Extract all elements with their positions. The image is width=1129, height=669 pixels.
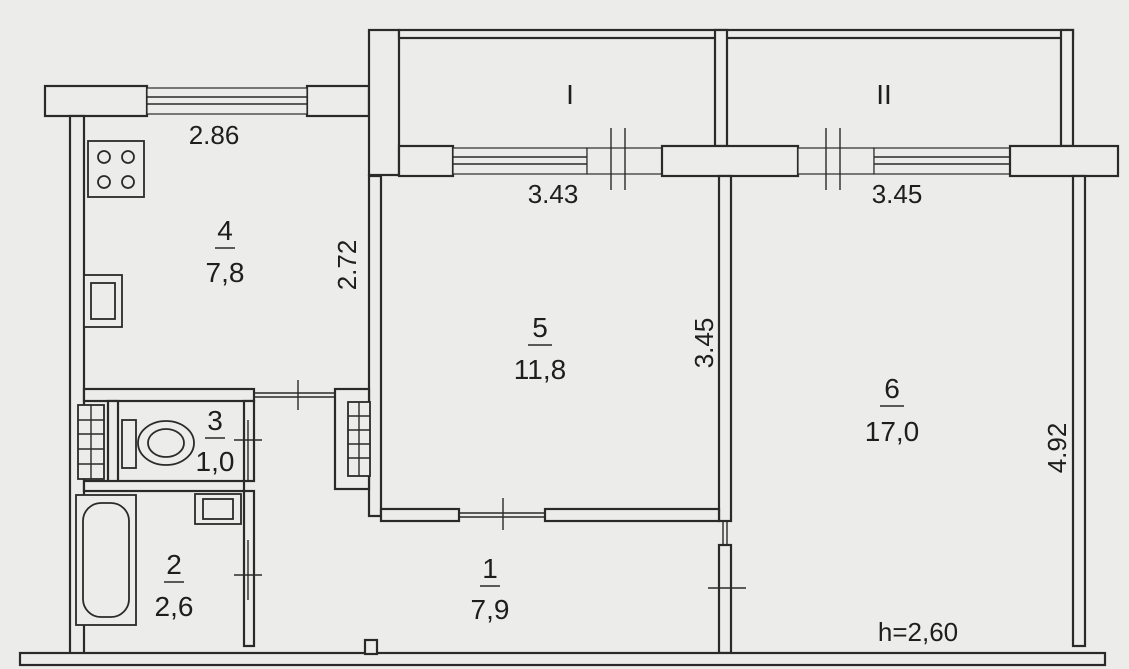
room5-balcony-door — [586, 128, 663, 190]
hall-area: 7,9 — [471, 594, 510, 625]
wall-bottom — [18, 651, 1107, 667]
door-marks — [234, 380, 746, 600]
wall-bottom-stub — [363, 638, 379, 656]
wall-room5-room6 — [717, 174, 733, 523]
radiator-icon — [77, 404, 105, 480]
wall-bath-right — [242, 489, 256, 648]
facade-wall-2 — [660, 144, 800, 178]
room5-window — [452, 147, 588, 175]
hall-number: 1 — [482, 553, 498, 584]
bath-area: 2,6 — [155, 591, 194, 622]
wall-wc-right — [242, 399, 256, 483]
bathtub-icon — [75, 494, 137, 626]
room5-number: 5 — [532, 312, 548, 343]
wc-number: 3 — [207, 405, 223, 436]
wall-kitchen-room5 — [367, 174, 383, 518]
balcony-divider — [713, 28, 729, 148]
kitchen-area: 7,8 — [206, 257, 245, 288]
facade-wall-3 — [1008, 144, 1120, 178]
balcony-2-label: II — [876, 79, 892, 110]
wall-room5-bottom-right — [543, 507, 721, 523]
wc-area: 1,0 — [196, 446, 235, 477]
vent-grille-icon — [347, 401, 371, 477]
washbasin-icon — [194, 493, 242, 525]
room-labels: I II 4 7,8 5 11,8 6 17,0 3 1,0 2 2,6 1 7… — [155, 79, 920, 625]
balcony-1-label: I — [566, 79, 574, 110]
kitchen-depth-dim: 2.72 — [332, 240, 362, 291]
kitchen-width-dim: 2.86 — [189, 120, 240, 150]
room6-number: 6 — [884, 373, 900, 404]
stove-icon — [87, 140, 145, 198]
kitchen-sink-icon — [83, 274, 123, 328]
wall-kitchen-bottom — [82, 387, 256, 403]
wall-wc-bath — [82, 479, 246, 493]
room5-depth-dim: 3.45 — [689, 318, 719, 369]
kitchen-window — [146, 87, 308, 115]
room6-width-dim: 3.45 — [872, 179, 923, 209]
wall-top-kitchen-right — [305, 84, 371, 118]
toilet-icon — [121, 419, 195, 469]
room6-window — [873, 147, 1011, 175]
wall-wc-left — [106, 399, 120, 485]
ceiling-height-label: h=2,60 — [878, 617, 958, 647]
facade-wall-1 — [397, 144, 455, 178]
wall-right — [1071, 174, 1087, 648]
room6-depth-dim: 4.92 — [1042, 423, 1072, 474]
wall-hall-room6 — [717, 543, 733, 655]
wall-room5-bottom-left — [379, 507, 461, 523]
dimension-labels: 2.86 2.72 3.43 3.45 3.45 4.92 h=2,60 — [189, 120, 1072, 647]
balcony-rail-top — [397, 28, 1075, 40]
bath-number: 2 — [166, 549, 182, 580]
walls — [18, 28, 1120, 667]
room5-area: 11,8 — [514, 354, 566, 385]
balcony-right-wall — [1059, 28, 1075, 148]
wall-top-left — [43, 84, 149, 118]
room5-width-dim: 3.43 — [528, 179, 579, 209]
wall-pier-left — [367, 28, 401, 177]
room6-balcony-door — [797, 128, 875, 190]
room6-area: 17,0 — [865, 416, 920, 447]
kitchen-number: 4 — [217, 215, 233, 246]
